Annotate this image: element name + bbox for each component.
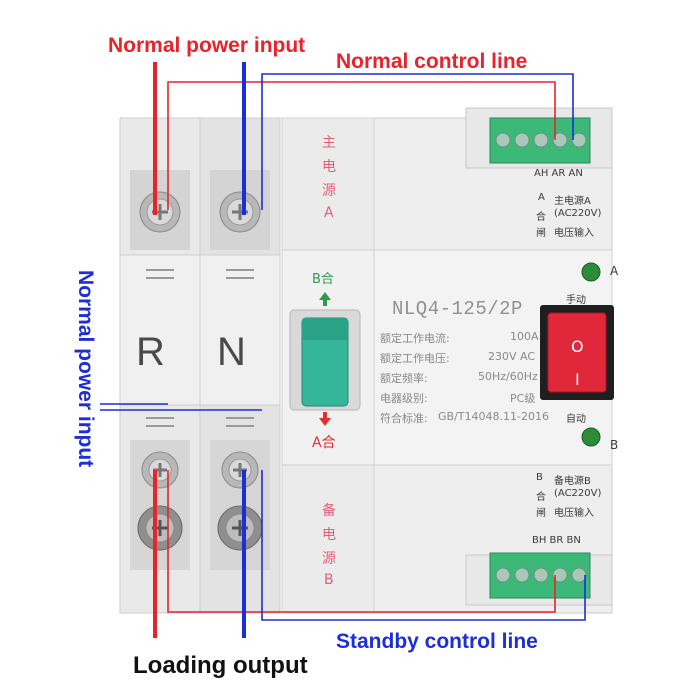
manual-auto-rocker-switch[interactable] [540, 305, 614, 400]
switch-on-mark: O [571, 337, 584, 356]
bottom-terminal-block [489, 552, 591, 599]
spec-key-2: 额定工作电压: [380, 352, 450, 365]
indicator-led-a [581, 262, 601, 282]
main-source-char-1: 主 [322, 135, 336, 151]
normal-power-input-top-label: Normal power input [108, 34, 306, 57]
bottom-desc-2: (AC220V) [554, 488, 602, 499]
screw-top-right [219, 191, 261, 233]
top-desc-3: 电压输入 [554, 228, 594, 239]
spec-key-1: 额定工作电流: [380, 332, 450, 345]
normal-power-input-left-label: Normal power input [74, 270, 97, 468]
pole-n-label: N [217, 330, 246, 374]
screw-top-left [139, 191, 181, 233]
spec-value-2: 230V AC [488, 350, 536, 363]
blue-control-wire-bottom [261, 470, 586, 621]
spec-key-5: 符合标准: [380, 412, 428, 425]
screw-bottom-left-lower [137, 505, 183, 551]
bottom-b-col-3: 闸 [536, 508, 546, 519]
a-close-label: A合 [312, 435, 336, 451]
spec-value-4: PC级 [510, 392, 536, 405]
top-desc-1: 主电源A [554, 196, 591, 207]
b-close-label: B合 [312, 272, 334, 287]
pole-r-label: R [136, 330, 165, 374]
bottom-b-col-2: 合 [536, 492, 546, 503]
top-a-col-2: 合 [536, 212, 546, 223]
top-desc-2: (AC220V) [554, 208, 602, 219]
normal-control-line-label: Normal control line [336, 50, 528, 73]
loading-output-label: Loading output [133, 652, 308, 679]
red-control-wire-bottom [167, 470, 556, 613]
screw-bottom-left-upper [141, 451, 179, 489]
spec-value-5: GB/T14048.11-2016 [438, 410, 549, 423]
bottom-desc-1: 备电源B [554, 476, 591, 487]
spec-value-1: 100A [510, 330, 539, 343]
transfer-handle[interactable] [289, 309, 361, 411]
top-terminal-block [489, 117, 591, 164]
main-source-char-2: 电 [322, 159, 336, 175]
indicator-b-label: B [610, 438, 619, 452]
standby-source-char-4: B [324, 572, 334, 588]
top-terminal-labels: AH AR AN [534, 168, 583, 179]
screw-bottom-right-lower [217, 505, 263, 551]
top-a-col-3: 闸 [536, 228, 546, 239]
standby-control-line-label: Standby control line [336, 630, 538, 653]
arrow-down-icon [319, 412, 331, 426]
spec-key-3: 额定频率: [380, 372, 428, 385]
arrow-up-icon [319, 292, 331, 306]
standby-source-char-1: 备 [322, 503, 336, 519]
standby-source-char-3: 源 [322, 551, 336, 567]
blue-control-wire-top [261, 73, 574, 210]
screw-bottom-right-upper [221, 451, 259, 489]
indicator-led-b [581, 427, 601, 447]
switch-off-mark: I [575, 370, 580, 389]
spec-key-4: 电器级别: [380, 392, 428, 405]
bottom-b-col-1: B [536, 472, 543, 483]
main-source-char-3: 源 [322, 183, 336, 199]
main-source-char-4: A [324, 205, 334, 221]
spec-value-3: 50Hz/60Hz [478, 370, 538, 383]
top-a-col-1: A [538, 192, 545, 203]
bottom-terminal-labels: BH BR BN [532, 535, 581, 546]
blue-wire-left-input [100, 403, 262, 411]
model-number: NLQ4-125/2P [392, 298, 523, 320]
bottom-desc-3: 电压输入 [554, 508, 594, 519]
auto-label: 自动 [566, 414, 586, 425]
manual-label: 手动 [566, 295, 586, 306]
standby-source-char-2: 电 [322, 527, 336, 543]
indicator-a-label: A [610, 264, 619, 278]
red-control-wire-top [167, 81, 556, 210]
